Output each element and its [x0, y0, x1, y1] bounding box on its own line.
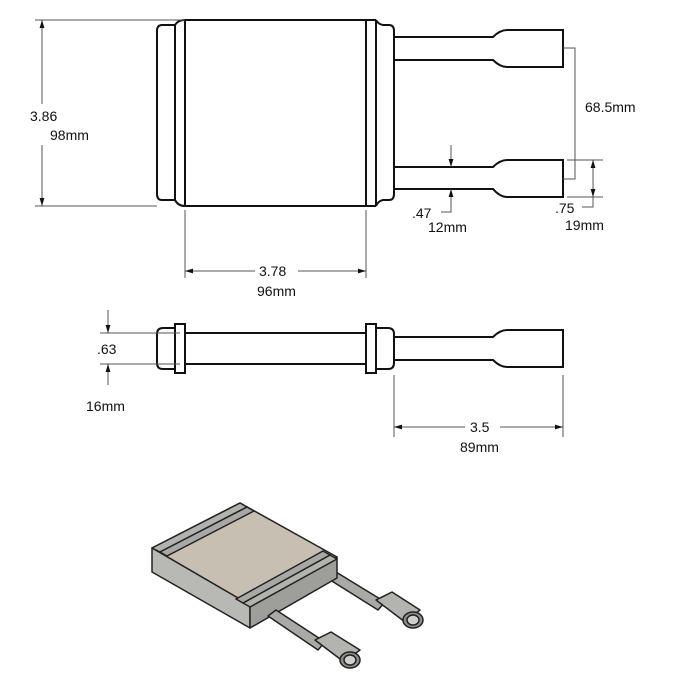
fitting-diameter-dimension: .75 19mm: [555, 159, 604, 233]
lower-tube: [394, 159, 564, 198]
core-body: [184, 19, 367, 207]
fitting-dia-in-label: .75: [555, 200, 575, 216]
right-end-cap: [375, 19, 395, 207]
fitting-dia-mm-label: 19mm: [565, 217, 604, 233]
left-end-cap: [156, 19, 186, 207]
thickness-dimension: .63 16mm: [86, 310, 180, 414]
top-view: [156, 19, 564, 207]
width-in-label: 3.78: [259, 263, 286, 279]
thickness-mm-label: 16mm: [86, 398, 125, 414]
height-dimension: 3.86 98mm: [30, 19, 185, 207]
isometric-render: [151, 502, 424, 669]
height-mm-label: 98mm: [50, 127, 89, 143]
height-in-label: 3.86: [30, 108, 57, 124]
tube-dia-in-label: .47: [412, 205, 432, 221]
width-dimension: 3.78 96mm: [184, 210, 367, 299]
side-view: [156, 323, 564, 374]
tube-length-mm-label: 89mm: [460, 439, 499, 455]
tube-spacing-label: 68.5mm: [585, 99, 636, 115]
width-mm-label: 96mm: [257, 283, 296, 299]
tube-spacing-dimension: 68.5mm: [563, 47, 636, 180]
tube-length-dimension: 3.5 89mm: [393, 375, 564, 455]
side-tube: [394, 329, 564, 368]
tube-diameter-dimension: .47 12mm: [412, 145, 467, 235]
tube-dia-mm-label: 12mm: [428, 219, 467, 235]
upper-tube: [394, 29, 564, 68]
tube-length-in-label: 3.5: [470, 419, 490, 435]
thickness-in-label: .63: [97, 341, 117, 357]
